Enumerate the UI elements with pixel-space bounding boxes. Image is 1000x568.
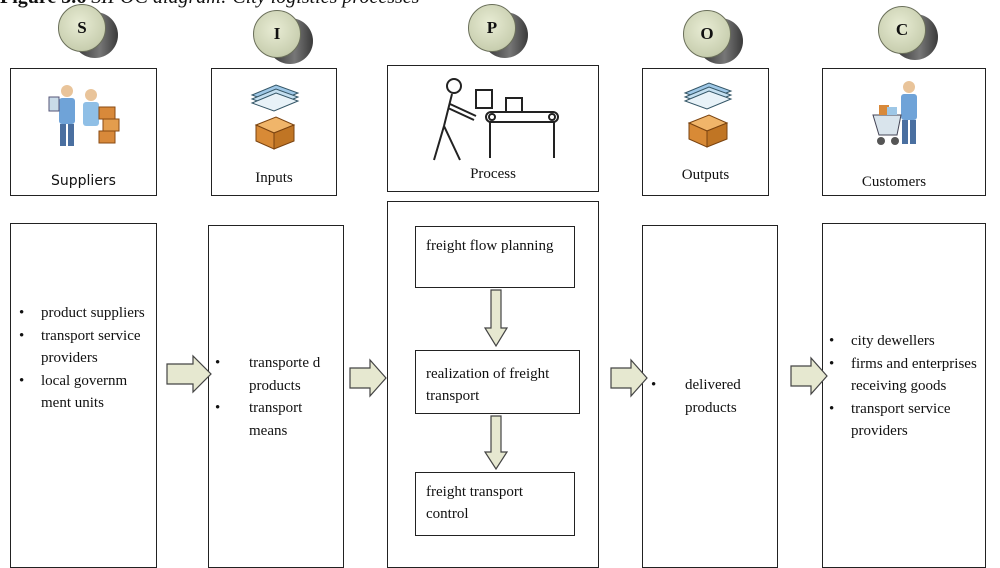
process-label: Process <box>470 166 516 182</box>
right-arrow-s-to-i <box>166 354 212 394</box>
suppliers-header-box: Suppliers <box>10 68 157 196</box>
papers-and-box-icon <box>683 82 733 148</box>
list-item: firms and enterprises receiving goods <box>829 353 985 398</box>
list-item: transport service providers <box>829 398 985 443</box>
papers-and-box-icon <box>250 84 300 150</box>
inputs-content-box: transporte d products transport means <box>208 225 344 568</box>
outputs-header-box: Outputs <box>642 68 769 196</box>
process-header-box: Process <box>387 65 599 192</box>
figure-number: Figure 3.6 <box>0 0 86 8</box>
outputs-label: Outputs <box>681 167 730 183</box>
process-content-box: freight flow planning realization of fre… <box>387 201 599 568</box>
suppliers-list: product suppliers transport service prov… <box>19 302 151 415</box>
right-arrow-i-to-p <box>349 358 387 398</box>
customers-label: Customers <box>861 174 927 190</box>
customers-list: city dewellers firms and enterprises rec… <box>829 330 985 443</box>
inputs-label: Inputs <box>255 170 293 186</box>
right-arrow-o-to-c <box>790 356 828 396</box>
outputs-list: delivered products <box>651 374 771 419</box>
process-step-2: realization of freight transport <box>415 350 580 414</box>
list-item: transport means <box>215 397 339 442</box>
outputs-content-box: delivered products <box>642 225 778 568</box>
list-item: transport service providers <box>19 325 151 370</box>
suppliers-label: Suppliers <box>51 173 116 189</box>
down-arrow-2 <box>483 415 509 471</box>
customers-content-box: city dewellers firms and enterprises rec… <box>822 223 986 568</box>
list-item: local governm ment units <box>19 370 151 415</box>
customers-header-box: Customers <box>822 68 986 196</box>
list-item: product suppliers <box>19 302 151 325</box>
down-arrow-1 <box>483 289 509 348</box>
inputs-list: transporte d products transport means <box>215 352 339 442</box>
list-item: delivered products <box>651 374 771 419</box>
list-item: transporte d products <box>215 352 339 397</box>
suppliers-content-box: product suppliers transport service prov… <box>10 223 157 568</box>
worker-conveyor-icon <box>433 78 559 161</box>
supplier-people-icon <box>48 85 120 146</box>
process-step-3: freight transport control <box>415 472 575 536</box>
list-item: city dewellers <box>829 330 985 353</box>
right-arrow-p-to-o <box>610 358 648 398</box>
customer-cart-icon <box>872 81 917 145</box>
process-step-1: freight flow planning <box>415 226 575 288</box>
inputs-header-box: Inputs <box>211 68 337 196</box>
